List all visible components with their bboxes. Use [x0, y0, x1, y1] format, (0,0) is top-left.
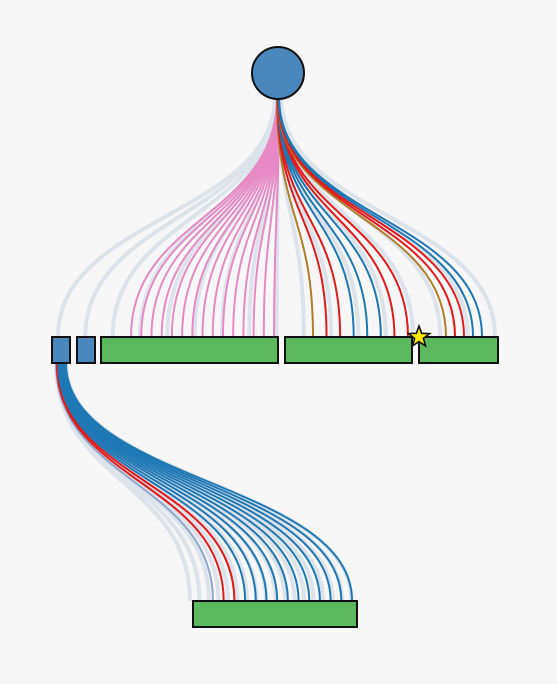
- flow-blue: [65, 362, 353, 602]
- group-node-b: [284, 336, 413, 364]
- flow-steel: [55, 362, 214, 602]
- small-node-1: [51, 336, 71, 364]
- star-marker-icon: [406, 323, 432, 348]
- flow-blue: [57, 362, 247, 602]
- faded-flow: [279, 93, 497, 339]
- nodes: [51, 46, 499, 628]
- root-node: [251, 46, 305, 100]
- flow-blue: [278, 96, 483, 338]
- lower-flows: [54, 362, 354, 602]
- flow-blue: [58, 362, 268, 602]
- leaf-group-node: [192, 600, 358, 628]
- flow-blue: [60, 362, 289, 602]
- flow-blue: [62, 362, 321, 602]
- flow-red: [56, 362, 236, 602]
- group-node-a: [100, 336, 279, 364]
- small-node-2: [76, 336, 96, 364]
- group-node-c: [418, 336, 499, 364]
- flow-blue: [277, 96, 474, 338]
- flow-blue: [61, 362, 311, 602]
- flow-blue: [64, 362, 343, 602]
- flow-blue: [61, 362, 300, 602]
- flow-blue: [58, 362, 257, 602]
- flow-red: [55, 362, 225, 602]
- colored-flows: [130, 96, 483, 338]
- faded-flow: [277, 93, 416, 339]
- flow-blue: [59, 362, 279, 602]
- flow-blue: [63, 362, 332, 602]
